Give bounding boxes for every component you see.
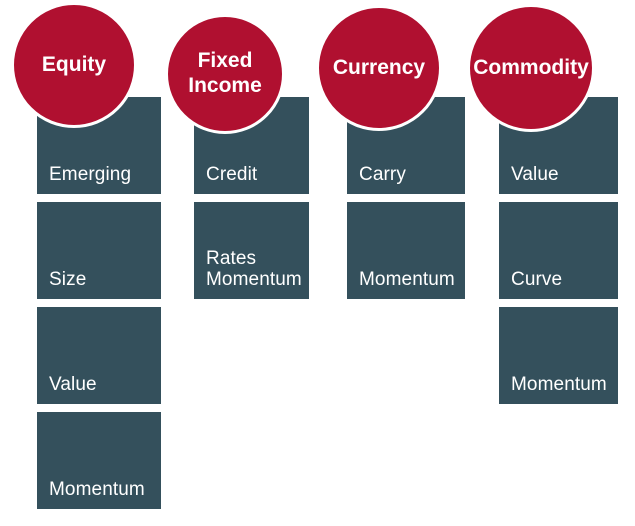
premia-box-label: Size <box>49 269 87 291</box>
premia-box-label: Credit <box>206 164 258 186</box>
asset-class-label: Currency <box>332 55 426 79</box>
premia-box-label: Momentum <box>359 269 455 291</box>
premia-box-label: Momentum <box>49 479 145 501</box>
asset-class-label: Fixed Income <box>188 49 262 97</box>
asset-class-label: Commodity <box>473 55 589 79</box>
asset-class-label: Equity <box>41 52 107 76</box>
premia-box-label: Value <box>511 164 559 186</box>
premia-box-label: Emerging <box>49 164 132 186</box>
premia-box-commodity-2[interactable]: Momentum <box>498 306 619 405</box>
premia-box-label: Curve <box>511 269 563 291</box>
premia-box-label: Momentum <box>511 374 607 396</box>
premia-box-label: Value <box>49 374 97 396</box>
premia-box-equity-3[interactable]: Momentum <box>36 411 162 510</box>
premia-box-label: Rates Momentum <box>206 247 302 291</box>
premia-box-currency-1[interactable]: Momentum <box>346 201 466 300</box>
asset-class-circle-currency[interactable]: Currency <box>316 5 442 131</box>
asset-class-circle-fixed-income[interactable]: Fixed Income <box>165 14 285 134</box>
premia-box-label: Carry <box>359 164 406 186</box>
premia-box-equity-1[interactable]: Size <box>36 201 162 300</box>
asset-class-circle-commodity[interactable]: Commodity <box>467 4 595 132</box>
premia-box-equity-2[interactable]: Value <box>36 306 162 405</box>
premia-box-fixed-income-1[interactable]: Rates Momentum <box>193 201 310 300</box>
asset-class-circle-equity[interactable]: Equity <box>11 2 137 128</box>
premia-box-commodity-1[interactable]: Curve <box>498 201 619 300</box>
